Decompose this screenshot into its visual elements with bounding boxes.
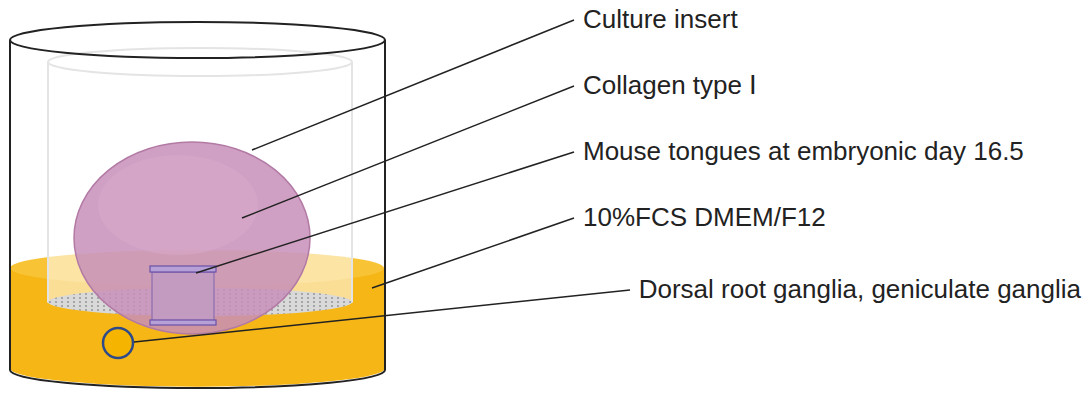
dish-rim-back [10,22,385,40]
collagen-highlight [98,155,258,255]
tongue-edge [150,320,216,325]
dish-rim-front [10,40,385,58]
part-label: Dorsal root ganglia, geniculate ganglia [639,275,1081,305]
tongue-tissue [152,272,214,324]
leader-line [242,86,574,218]
collagen-gel [74,142,310,334]
insert-rim [48,48,352,76]
part-label: Culture insert [583,5,738,35]
part-label: Collagen type Ⅰ [583,71,757,101]
leader-line [134,290,630,342]
ganglia-explant [103,328,133,358]
part-label: Mouse tongues at embryonic day 16.5 [583,137,1024,167]
leader-line [372,218,574,288]
part-label: 10%FCS DMEM/F12 [583,203,826,233]
leader-line [196,152,574,273]
leader-line [252,20,574,150]
